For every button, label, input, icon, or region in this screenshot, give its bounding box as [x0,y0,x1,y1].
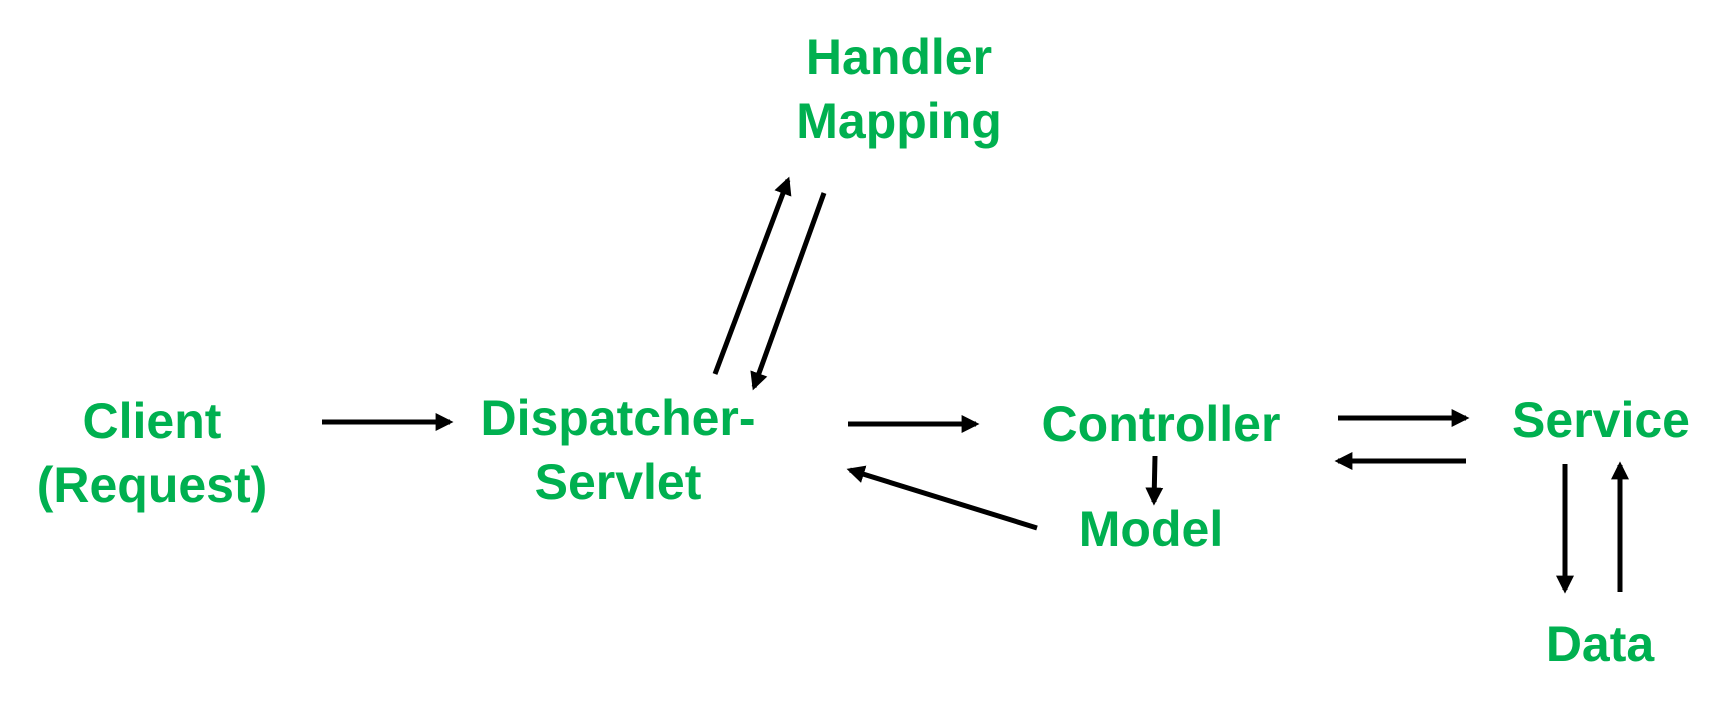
node-service-line1: Service [1512,392,1690,448]
arrow-dispatcher-to-handler-mapping [712,176,792,375]
arrow-handler-mapping-to-dispatcher [750,192,827,391]
node-controller-line1: Controller [1041,396,1281,452]
node-client: Client (Request) [37,389,268,517]
node-service: Service [1512,388,1690,452]
node-client-line2: (Request) [36,457,268,513]
node-dispatcher-line2: Servlet [534,454,702,510]
node-handler-mapping-line2: Mapping [796,93,1002,149]
node-dispatcher-line1: Dispatcher- [480,390,756,446]
node-handler-mapping: Handler Mapping [796,25,1002,153]
node-controller: Controller [1042,392,1281,456]
node-handler-mapping-line1: Handler [805,29,993,85]
node-model: Model [1079,497,1223,561]
node-data: Data [1546,612,1654,676]
node-model-line1: Model [1078,501,1224,557]
node-client-line1: Client [82,393,222,449]
node-data-line1: Data [1545,616,1655,672]
arrow-controller-to-model [1145,455,1164,506]
arrow-model-to-dispatcher [846,465,1038,531]
node-dispatcher-servlet: Dispatcher- Servlet [480,386,755,514]
